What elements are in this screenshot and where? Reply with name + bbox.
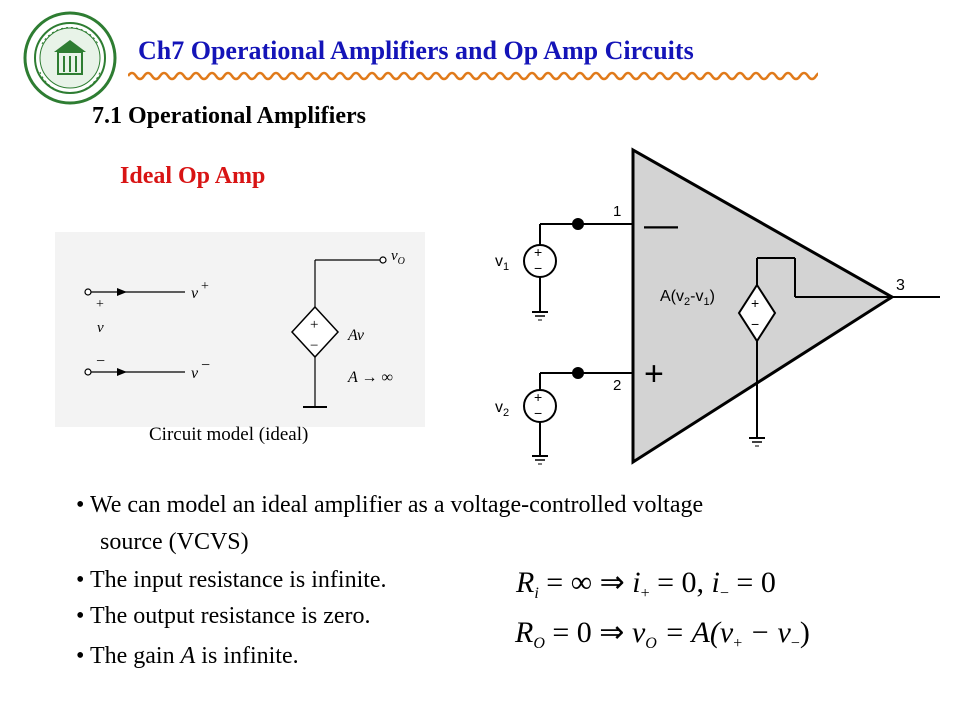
left-minus-sign: −	[96, 353, 105, 370]
bullet-vcvs-continued: source (VCVS)	[100, 529, 249, 555]
section-heading: 7.1 Operational Amplifiers	[92, 103, 366, 129]
inverting-sign: —	[644, 206, 678, 244]
source-plus: +	[310, 317, 318, 333]
internal-source-plus: +	[751, 295, 759, 311]
v1-source-minus: −	[534, 260, 542, 276]
pin1-label: 1	[613, 203, 621, 220]
output-resistance-equation: RO = 0 ⇒ vO = A(v+ − v−)	[514, 616, 810, 652]
v1-label: v1	[495, 253, 509, 273]
title-underline-wave	[128, 71, 818, 81]
vminus-label: v	[191, 365, 199, 382]
university-seal-icon	[23, 11, 117, 105]
a-infinity-label: A → ∞	[347, 369, 393, 386]
pin2-label: 2	[613, 377, 621, 394]
circuit-model-diagram: v + + v − v − vO + − Av A → ∞	[55, 232, 425, 427]
bullet-gain: • The gain A is infinite.	[76, 643, 299, 669]
bullet-input-resistance: • The input resistance is infinite.	[76, 567, 387, 593]
source-minus: −	[310, 338, 318, 354]
internal-source-minus: −	[751, 316, 759, 332]
input-resistance-equation: Ri = ∞ ⇒ i+ = 0, i− = 0	[515, 566, 776, 602]
left-plus-sign: +	[96, 297, 104, 312]
bullet-output-resistance: • The output resistance is zero.	[76, 603, 371, 629]
v2-source-plus: +	[534, 389, 542, 405]
bullet-vcvs: • We can model an ideal amplifier as a v…	[76, 492, 704, 518]
svg-text:Ri = ∞ ⇒ i+ = 0, i− = 0: Ri = ∞ ⇒ i+ = 0, i− = 0	[515, 566, 776, 602]
circuit-model-caption: Circuit model (ideal)	[149, 424, 309, 445]
svg-text:RO = 0 ⇒ vO = A(v+ − v−): RO = 0 ⇒ vO = A(v+ − v−)	[514, 616, 810, 652]
vo-label: vO	[391, 248, 405, 267]
pin3-label: 3	[896, 277, 905, 294]
non-inverting-sign: +	[644, 355, 664, 393]
page-title: Ch7 Operational Amplifiers and Op Amp Ci…	[138, 36, 694, 65]
gain-variable: A	[180, 643, 196, 669]
op-amp-diagram: 3 1 — + − v1 2 + + − v2 + − A(v2-v1)	[495, 147, 940, 465]
vplus-sign: +	[201, 279, 209, 294]
av-label: Av	[347, 327, 365, 344]
v2-source-minus: −	[534, 405, 542, 421]
vplus-label: v	[191, 285, 199, 302]
gain-label: A(v2-v1)	[660, 288, 715, 308]
v-label: v	[97, 320, 104, 336]
subsection-heading: Ideal Op Amp	[120, 163, 266, 189]
v2-label: v2	[495, 399, 509, 419]
v1-source-plus: +	[534, 244, 542, 260]
vminus-sign: −	[201, 357, 210, 374]
